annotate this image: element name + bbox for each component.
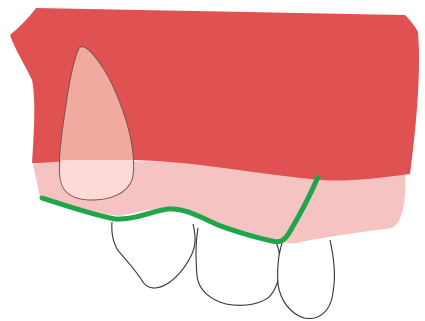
tooth-crown-left — [112, 222, 195, 288]
tooth-crown-right — [278, 240, 335, 319]
